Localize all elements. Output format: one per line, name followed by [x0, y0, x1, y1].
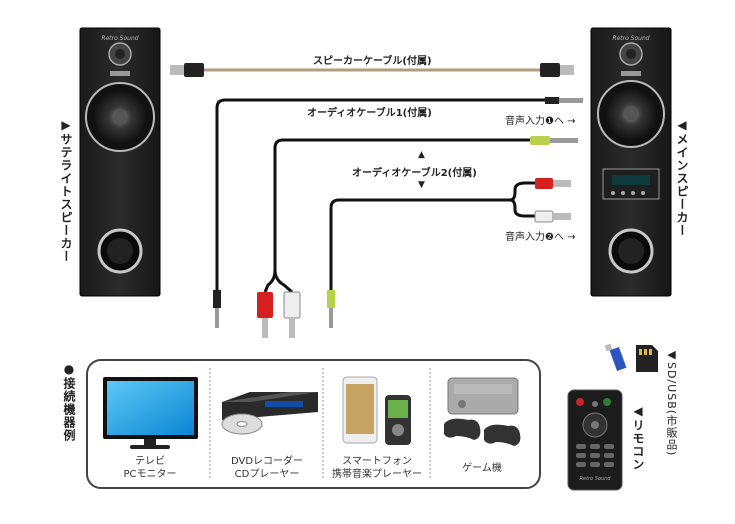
device-caption-phone: スマートフォン 携帯音楽プレーヤー: [332, 456, 422, 480]
device-caption-game: ゲーム機: [462, 463, 502, 474]
remote-control-icon: Retro Sound: [567, 389, 623, 491]
satellite-speaker-label: ▶サテライトスピーカー: [59, 118, 73, 263]
audio-cable-2-label: オーディオケーブル2(付属): [352, 168, 477, 179]
audio-plug-1-jack: [545, 97, 559, 104]
rca-pair: [257, 269, 301, 338]
sd-usb-icon: [604, 343, 658, 372]
speaker-cable: [170, 63, 574, 77]
speaker-cable-label: スピーカーケーブル(付属): [313, 56, 432, 67]
device-caption-tv: テレビ PCモニター: [123, 456, 177, 480]
arrow-down-icon: ▼: [418, 180, 425, 190]
sd-usb-label: ◀SD/USB(市販品): [665, 348, 678, 457]
device-caption-dvd: DVDレコーダー CDプレーヤー: [230, 456, 304, 480]
main-speaker-label: ◀メインスピーカー: [675, 118, 689, 237]
satellite-speaker: Retro Sound: [79, 27, 161, 297]
audio-cable-1-label: オーディオケーブル1(付属): [307, 108, 432, 119]
connected-devices-label: ●接続機器例: [62, 362, 76, 442]
remote-label: ◀リモコン: [631, 404, 645, 471]
devices-frame: [86, 359, 541, 489]
remote-brand-text: Retro Sound: [580, 476, 612, 482]
audio-cable-2: [273, 138, 535, 290]
input-2-label: 音声入力❷へ →: [505, 232, 576, 243]
main-brand-text: Retro Sound: [612, 35, 649, 42]
satellite-brand-text: Retro Sound: [101, 35, 138, 42]
game-console-icon: [444, 377, 521, 446]
arrow-up-icon: ▲: [418, 150, 425, 160]
main-speaker: Retro Sound: [590, 27, 672, 297]
dvd-player-icon: [221, 392, 318, 435]
audio-cable-1: [215, 98, 545, 290]
input-1-label: 音声入力❶へ →: [505, 116, 576, 127]
smartphone-icon: [342, 376, 411, 445]
audio-plug-1-tip: [559, 98, 583, 103]
tv-monitor-icon: [103, 377, 198, 449]
